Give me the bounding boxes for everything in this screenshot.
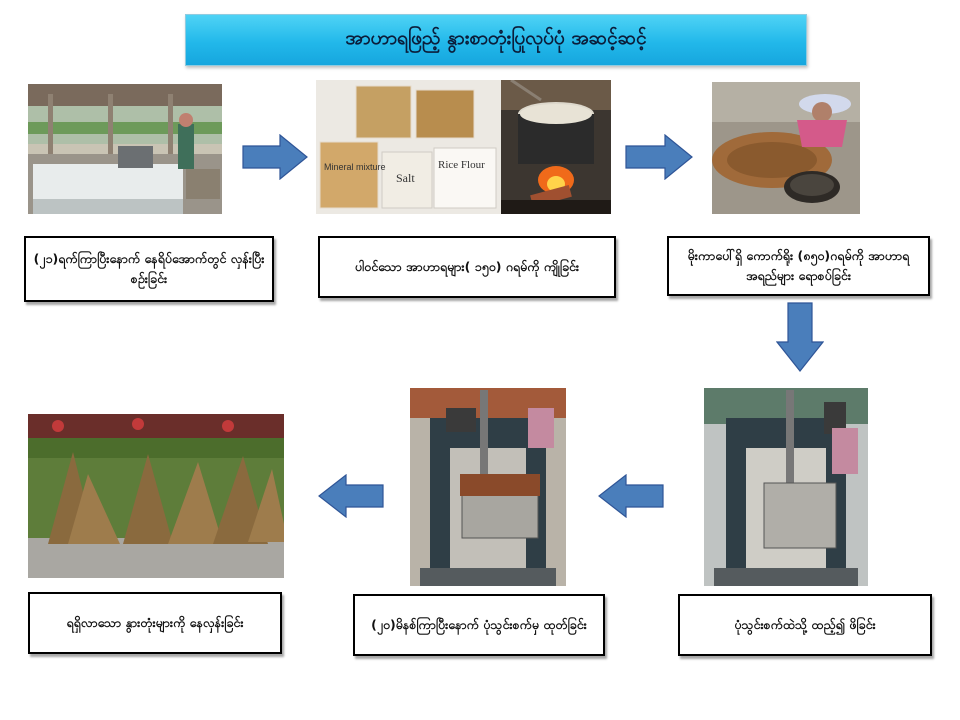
photo-step2-ingredients: Mineral mixture Salt Rice Flour bbox=[316, 80, 501, 214]
photo-step4-press-filling bbox=[704, 388, 868, 586]
photo-step1-chopping bbox=[28, 84, 222, 214]
arrow-step1-to-step2 bbox=[242, 134, 308, 180]
page-title: အာဟာရဖြည့် နွားစာတုံးပြုလုပ်ပုံ အဆင့်ဆင့… bbox=[345, 27, 647, 49]
title-banner: အာဟာရဖြည့် နွားစာတုံးပြုလုပ်ပုံ အဆင့်ဆင့… bbox=[185, 14, 807, 66]
arrow-step5-to-step6 bbox=[318, 474, 384, 518]
step4-label: ပုံသွင်းစက်ထဲသို့ ထည့်၍ ဖိခြင်း bbox=[678, 594, 932, 656]
arrow-step4-to-step5 bbox=[598, 474, 664, 518]
photo-step3-mixing bbox=[712, 82, 860, 214]
step5-label: (၂၀)မိနစ်ကြာပြီးနောက် ပုံသွင်းစက်မှ ထုတ်… bbox=[353, 594, 605, 656]
step2-label: ပါဝင်သော အာဟာရများ( ၁၅၀) ဂရမ်ကို ကျိုခြင… bbox=[318, 236, 616, 298]
bag-label-mineral: Mineral mixture bbox=[324, 162, 386, 172]
arrow-step2-to-step3 bbox=[625, 134, 693, 180]
arrow-step3-to-step4 bbox=[776, 302, 824, 372]
step3-label: မိုးကာပေါ်ရှိ ကောက်ရိုး (၈၅၀)ဂရမ်ကို အာဟ… bbox=[667, 236, 930, 296]
photo-step2-cooking-pot bbox=[501, 80, 611, 214]
photo-step5-press-removal bbox=[410, 388, 566, 586]
bag-label-salt: Salt bbox=[396, 171, 415, 185]
bag-label-rice-flour: Rice Flour bbox=[438, 159, 485, 171]
photo-step6-drying bbox=[28, 414, 284, 578]
step1-label: (၂၁)ရက်ကြာပြီးနောက် နေရိပ်အောက်တွင် လှန်… bbox=[24, 236, 274, 302]
step6-label: ရရှိလာသော နွားတုံးများကို နေလှန်းခြင်း bbox=[28, 592, 282, 654]
